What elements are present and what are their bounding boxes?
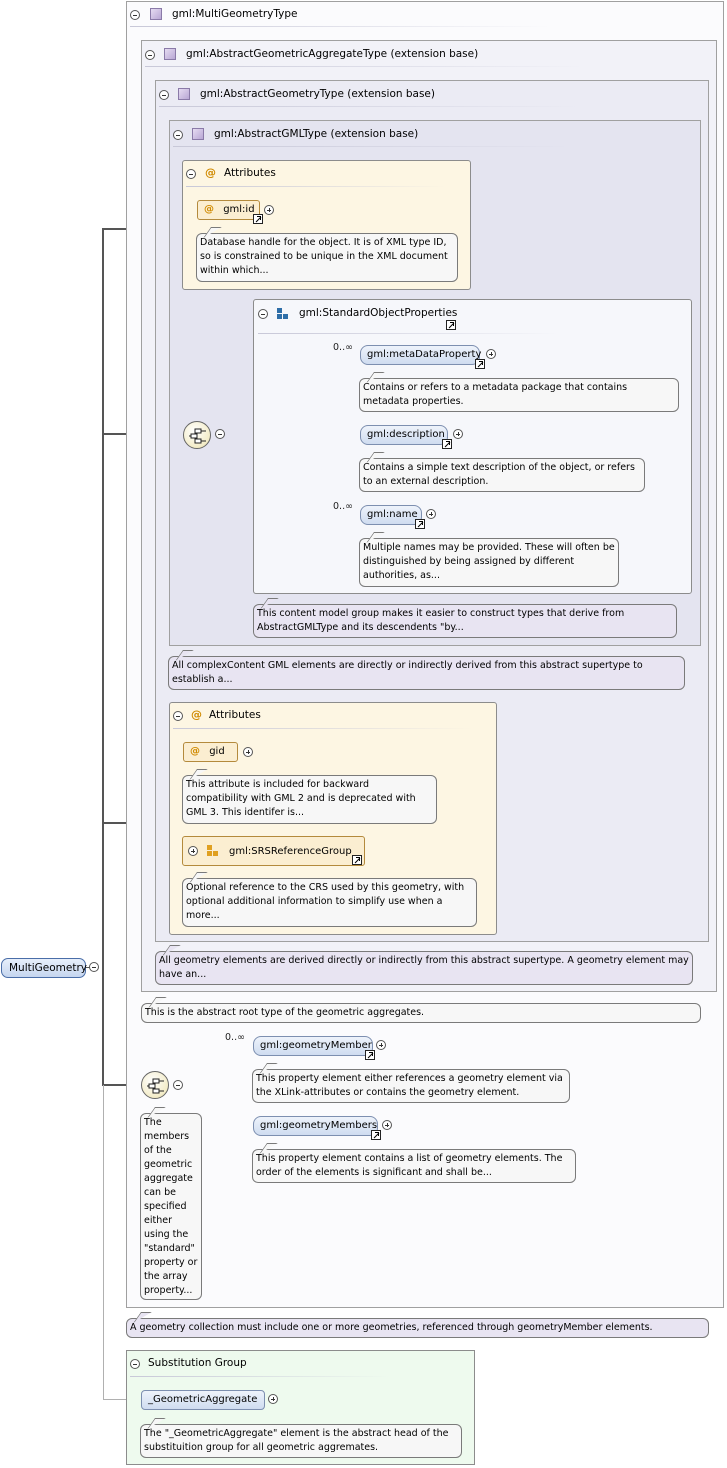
reference-arrow-icon[interactable] xyxy=(365,1050,375,1060)
geometry-member-expand-icon[interactable] xyxy=(376,1040,386,1050)
members-sequence-icon[interactable] xyxy=(141,1071,169,1099)
attribute-group-icon xyxy=(207,845,219,857)
geometry-members-element[interactable]: gml:geometryMembers xyxy=(253,1116,378,1136)
reference-arrow-icon[interactable] xyxy=(442,439,452,449)
multi-geometry-doc: A geometry collection must include one o… xyxy=(126,1318,709,1338)
metadata-expand-icon[interactable] xyxy=(486,349,496,359)
title-underline xyxy=(173,146,573,147)
geometry-member-label: gml:geometryMember xyxy=(260,1040,372,1051)
gid-expand-icon[interactable] xyxy=(243,747,253,757)
root-collapse-icon[interactable] xyxy=(89,962,99,972)
name-element[interactable]: gml:name xyxy=(360,505,422,525)
geometry-member-element[interactable]: gml:geometryMember xyxy=(253,1036,373,1056)
geometric-aggregate-expand-icon[interactable] xyxy=(268,1394,278,1404)
gml-type-doc: All complexContent GML elements are dire… xyxy=(168,656,685,690)
complex-type-icon xyxy=(178,88,190,100)
gml-type-collapse-icon[interactable] xyxy=(173,130,183,140)
reference-arrow-icon[interactable] xyxy=(371,1130,381,1140)
gml-type-title: gml:AbstractGMLType (extension base) xyxy=(214,128,419,140)
geometric-aggregate-doc: The "_GeometricAggregate" element is the… xyxy=(140,1424,462,1458)
title-underline xyxy=(130,1376,390,1377)
metadata-doc: Contains or refers to a metadata package… xyxy=(359,378,679,412)
trunk-line xyxy=(102,228,104,1085)
attribute-icon: @ xyxy=(191,708,202,721)
reference-arrow-icon[interactable] xyxy=(446,320,456,330)
members-sequence-doc: The members of the geometric aggregate c… xyxy=(140,1113,202,1300)
multi-type-title: gml:MultiGeometryType xyxy=(172,8,298,20)
geometry-member-doc: This property element either references … xyxy=(252,1069,570,1103)
geometry-type-doc: All geometry elements are derived direct… xyxy=(155,951,693,985)
description-doc: Contains a simple text description of th… xyxy=(359,458,645,492)
geometry-member-cardinality: 0..∞ xyxy=(225,1032,245,1043)
gml-id-label: gml:id xyxy=(223,204,255,215)
root-element-label: MultiGeometry xyxy=(9,962,88,974)
aggregate-type-collapse-icon[interactable] xyxy=(145,50,155,60)
complex-type-icon xyxy=(150,8,162,20)
gml-attributes-title: Attributes xyxy=(224,167,276,179)
group-icon xyxy=(277,308,289,320)
geometric-aggregate-element[interactable]: _GeometricAggregate xyxy=(141,1390,265,1410)
std-props-collapse-icon[interactable] xyxy=(258,309,268,319)
branch-substitution xyxy=(103,1085,104,1399)
gml-id-attribute[interactable]: @ gml:id xyxy=(197,200,260,220)
srs-reference-group[interactable]: gml:SRSReferenceGroup xyxy=(182,836,365,866)
std-props-group-doc: This content model group makes it easier… xyxy=(253,604,677,638)
metadata-property-label: gml:metaDataProperty xyxy=(367,349,482,360)
srs-doc: Optional reference to the CRS used by th… xyxy=(182,878,477,927)
sequence-compositor-icon[interactable] xyxy=(183,421,211,449)
title-underline xyxy=(159,106,579,107)
geometry-attributes-collapse-icon[interactable] xyxy=(173,711,183,721)
name-label: gml:name xyxy=(367,509,418,520)
srs-label: gml:SRSReferenceGroup xyxy=(229,846,352,857)
gid-doc: This attribute is included for backward … xyxy=(182,775,437,824)
root-element[interactable]: MultiGeometry xyxy=(1,958,88,978)
std-props-title: gml:StandardObjectProperties xyxy=(299,307,458,319)
title-underline xyxy=(145,66,585,67)
geometry-attributes-title: Attributes xyxy=(209,709,261,721)
geometry-type-title: gml:AbstractGeometryType (extension base… xyxy=(200,88,435,100)
description-label: gml:description xyxy=(367,429,445,440)
attribute-icon: @ xyxy=(190,746,200,757)
title-underline xyxy=(130,26,550,27)
geometry-members-label: gml:geometryMembers xyxy=(260,1120,378,1131)
metadata-property-element[interactable]: gml:metaDataProperty xyxy=(360,345,482,365)
name-expand-icon[interactable] xyxy=(426,509,436,519)
srs-expand-icon[interactable] xyxy=(188,846,198,856)
name-cardinality: 0..∞ xyxy=(333,501,353,512)
description-element[interactable]: gml:description xyxy=(360,425,448,445)
members-sequence-collapse-icon[interactable] xyxy=(173,1080,183,1090)
branch-members xyxy=(102,1084,142,1086)
reference-arrow-icon[interactable] xyxy=(352,855,362,865)
complex-type-icon xyxy=(164,48,176,60)
substitution-collapse-icon[interactable] xyxy=(130,1359,140,1369)
reference-arrow-icon[interactable] xyxy=(253,214,263,224)
multi-type-collapse-icon[interactable] xyxy=(130,10,140,20)
gid-attribute[interactable]: @ gid xyxy=(183,742,238,762)
complex-type-icon xyxy=(192,128,204,140)
metadata-cardinality: 0..∞ xyxy=(333,342,353,353)
geometry-members-expand-icon[interactable] xyxy=(382,1120,392,1130)
substitution-title: Substitution Group xyxy=(148,1357,247,1369)
title-underline xyxy=(258,333,558,334)
attribute-icon: @ xyxy=(205,166,216,179)
geometry-type-collapse-icon[interactable] xyxy=(159,90,169,100)
title-underline xyxy=(173,728,473,729)
geometric-aggregate-label: _GeometricAggregate xyxy=(148,1394,258,1405)
gml-attributes-collapse-icon[interactable] xyxy=(186,169,196,179)
attribute-icon: @ xyxy=(204,204,214,215)
aggregate-type-title: gml:AbstractGeometricAggregateType (exte… xyxy=(186,48,479,60)
description-expand-icon[interactable] xyxy=(453,429,463,439)
gml-id-expand-icon[interactable] xyxy=(264,205,274,215)
sequence-collapse-icon[interactable] xyxy=(215,429,225,439)
geometry-members-doc: This property element contains a list of… xyxy=(252,1149,576,1183)
reference-arrow-icon[interactable] xyxy=(415,519,425,529)
gid-label: gid xyxy=(209,746,225,757)
reference-arrow-icon[interactable] xyxy=(475,359,485,369)
title-underline xyxy=(186,186,446,187)
gml-id-doc: Database handle for the object. It is of… xyxy=(196,233,458,282)
branch-substitution-h xyxy=(103,1399,141,1400)
name-doc: Multiple names may be provided. These wi… xyxy=(359,538,619,587)
aggregate-type-doc: This is the abstract root type of the ge… xyxy=(141,1003,701,1023)
